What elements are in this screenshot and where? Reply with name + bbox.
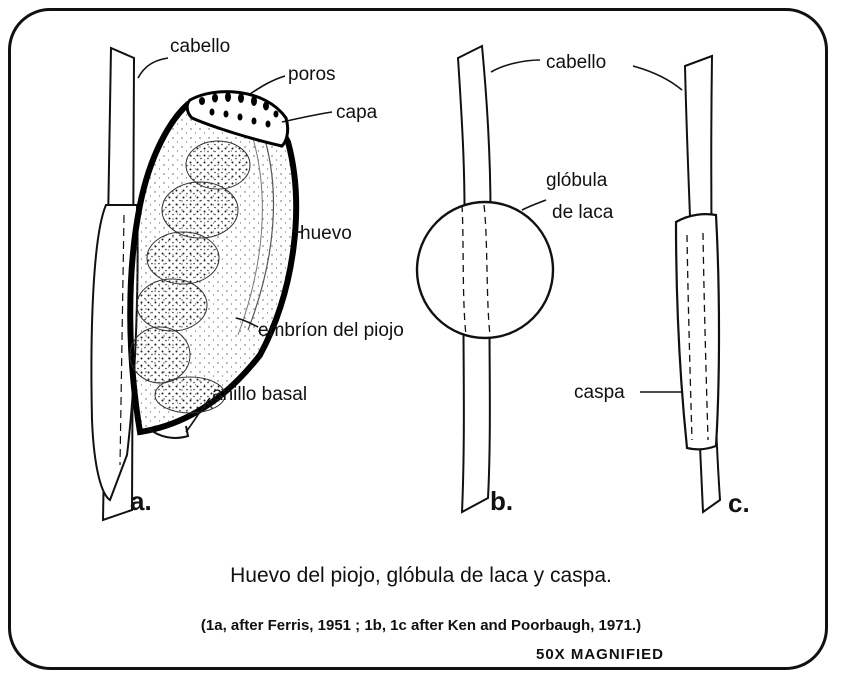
panel-b-drawing — [417, 46, 553, 512]
panel-a-drawing — [91, 48, 332, 520]
a-cabello-label: cabello — [170, 36, 230, 57]
c-caspa-label: caspa — [574, 382, 625, 403]
a-anillo-label: anillo basal — [212, 384, 307, 405]
panel-c-drawing — [633, 56, 720, 512]
magnification-note: 50X MAGNIFIED — [536, 646, 664, 663]
a-huevo-label: huevo — [300, 223, 352, 244]
figure-caption: Huevo del piojo, glóbula de laca y caspa… — [0, 564, 842, 588]
panel-b-label: b. — [490, 486, 513, 516]
a-capa-label: capa — [336, 102, 378, 123]
a-poros-label: poros — [288, 64, 336, 85]
c-dandruff-flake — [676, 214, 719, 449]
panel-c-label: c. — [728, 488, 750, 518]
a-embrion-label: embríon del piojo — [258, 320, 404, 341]
b-de-laca-label: de laca — [552, 202, 614, 223]
figure-credit: (1a, after Ferris, 1951 ; 1b, 1c after K… — [0, 617, 842, 634]
b-globula-label: glóbula — [546, 170, 608, 191]
c-cabello-label: cabello — [546, 52, 606, 73]
panel-a-label: a. — [130, 486, 152, 516]
